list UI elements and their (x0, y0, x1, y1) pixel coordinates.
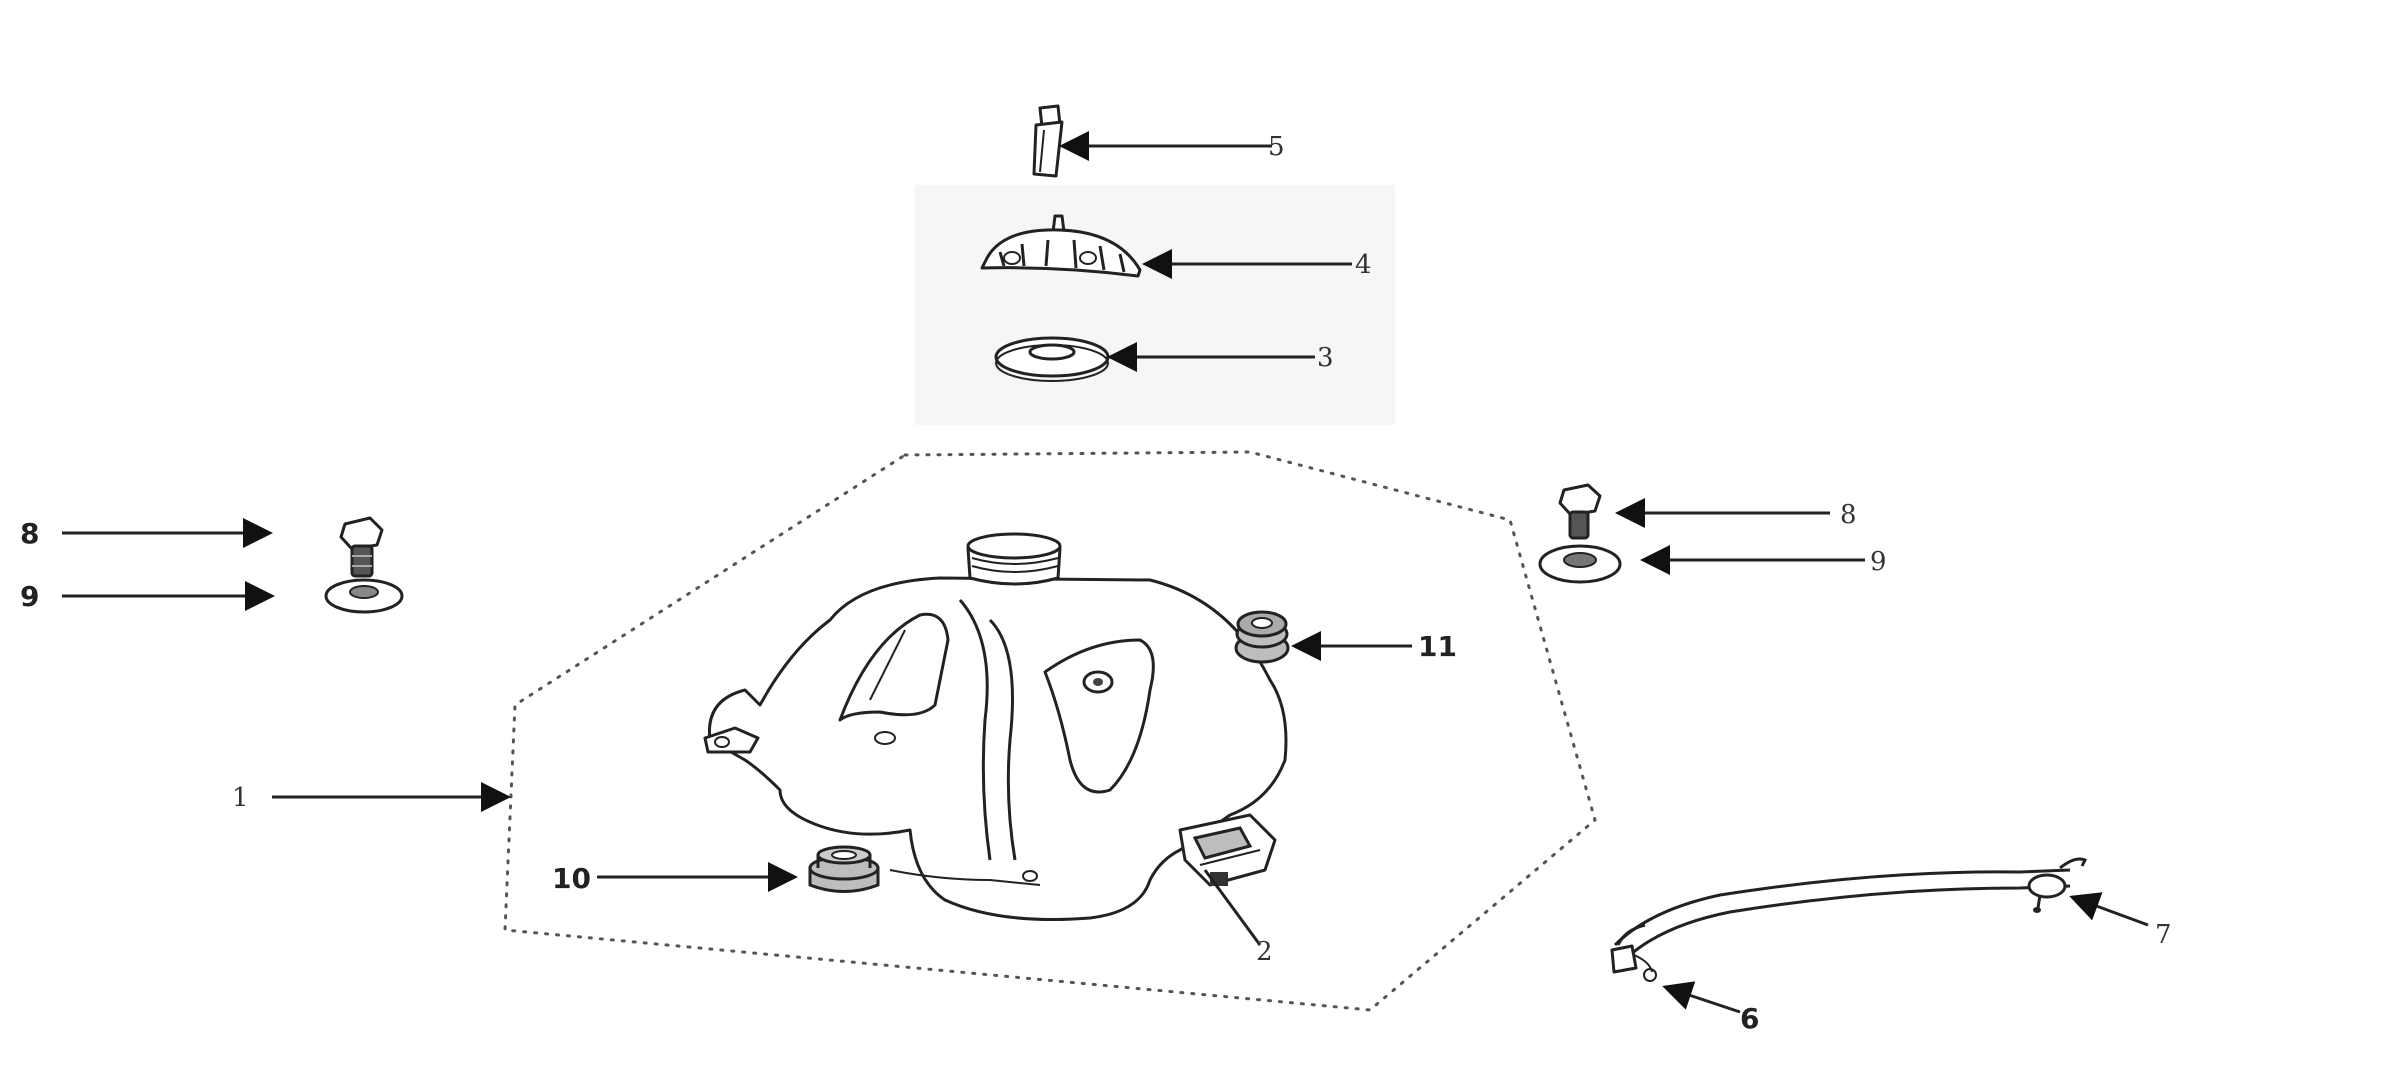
bolt-right-part (1558, 483, 1602, 540)
fuel-tap-part (1178, 813, 1277, 887)
bolt-left-part (339, 516, 384, 578)
leader-6 (1662, 981, 1741, 1014)
fuel-cap-part (980, 214, 1142, 278)
callout-7: 7 (2155, 920, 2172, 950)
callout-9-right: 9 (1870, 547, 1887, 577)
callout-3: 3 (1317, 343, 1334, 373)
callout-10: 10 (552, 862, 591, 895)
fuel-tank-part (703, 532, 1288, 922)
callout-8-right: 8 (1840, 500, 1857, 530)
callout-9-left: 9 (20, 580, 39, 613)
grommet-10-part (808, 845, 880, 893)
washer-right-part (1538, 544, 1622, 584)
callout-5: 5 (1268, 132, 1285, 162)
tank-assembly-boundary (503, 450, 1597, 1012)
callout-6: 6 (1740, 1002, 1759, 1035)
fuel-hose-part (1613, 857, 2088, 957)
vent-hose-part (1032, 104, 1064, 178)
leader-2 (1203, 869, 1262, 946)
callout-2: 2 (1256, 937, 1273, 967)
callout-11: 11 (1418, 630, 1457, 663)
washer-left-part (324, 578, 404, 614)
hose-clip-7-part (2027, 873, 2067, 913)
callout-4: 4 (1355, 250, 1372, 280)
leader-7 (2069, 892, 2149, 927)
grommet-11-part (1234, 610, 1290, 664)
callout-8-left: 8 (20, 517, 39, 550)
callout-1: 1 (232, 783, 249, 813)
cap-group-panel (915, 185, 1395, 425)
hose-clip-6-part (1610, 944, 1657, 982)
